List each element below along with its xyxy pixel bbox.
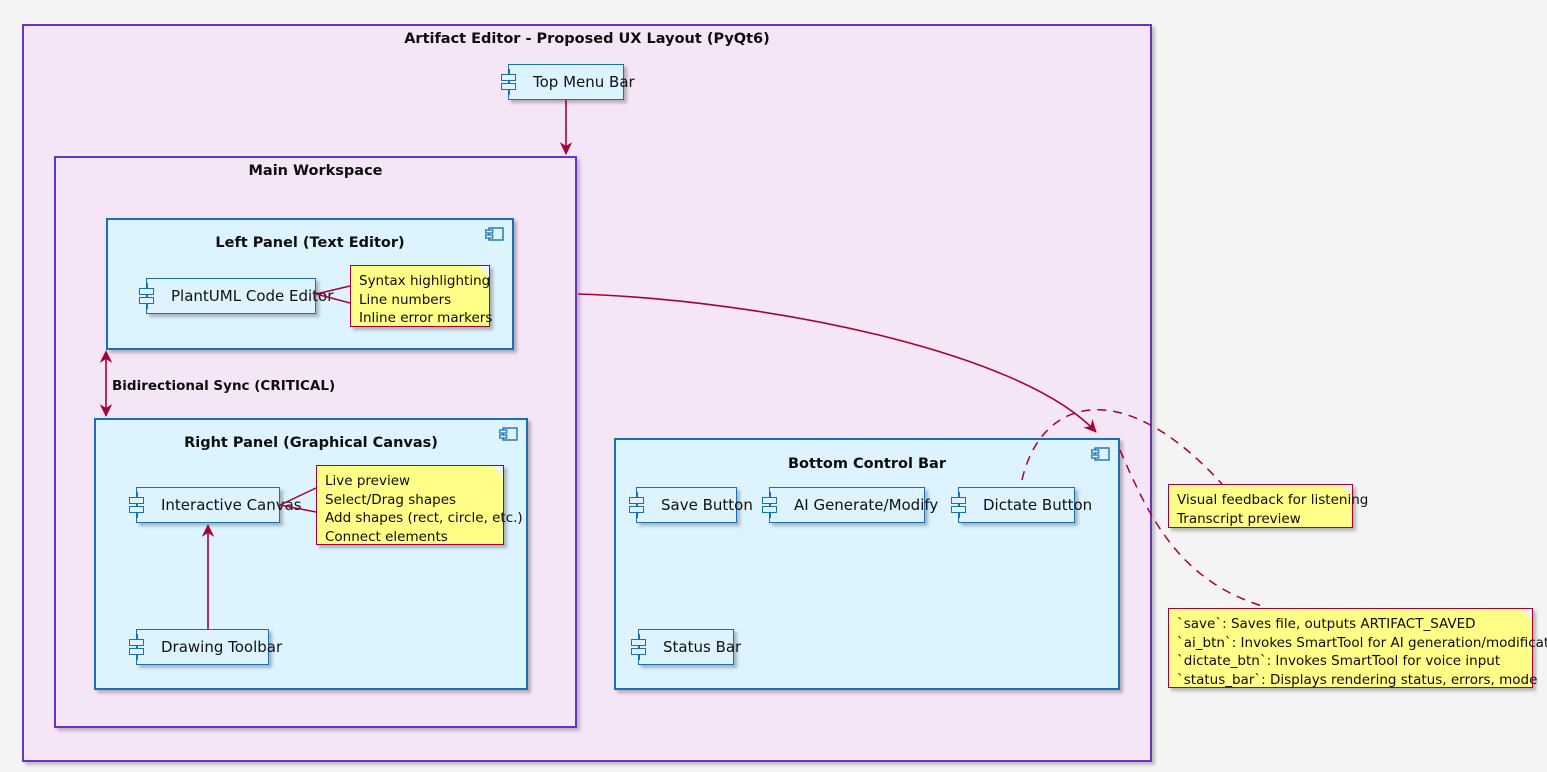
component-tab-line <box>136 492 138 518</box>
note-left-panel-features: Syntax highlighting Line numbers Inline … <box>350 265 493 327</box>
component-tab-lower <box>139 297 154 304</box>
note-fold-inner <box>1521 609 1532 620</box>
component-plantuml-code-editor[interactable]: PlantUML Code Editor <box>139 278 333 314</box>
workspace-title: Main Workspace <box>248 163 383 179</box>
component-label: PlantUML Code Editor <box>171 287 334 305</box>
component-label: Dictate Button <box>983 496 1093 514</box>
diagram-title: Artifact Editor - Proposed UX Layout (Py… <box>404 31 770 47</box>
component-tab-line <box>146 283 148 309</box>
note-fold-inner <box>492 466 503 477</box>
note-line: Connect elements <box>325 528 448 545</box>
component-tab-upper <box>629 497 644 504</box>
component-tab-lower <box>762 506 777 513</box>
component-tab-line <box>636 492 638 518</box>
component-label: Status Bar <box>663 638 742 656</box>
component-tab-lower <box>631 648 646 655</box>
component-tab-line <box>769 492 771 518</box>
note-right-panel-features: Live preview Select/Drag shapes Add shap… <box>316 465 523 545</box>
component-label: Drawing Toolbar <box>161 638 283 656</box>
note-line: `status_bar`: Displays rendering status,… <box>1177 671 1538 688</box>
note-line: Inline error markers <box>359 310 493 327</box>
component-tab-upper <box>129 497 144 504</box>
note-line: Syntax highlighting <box>359 273 491 289</box>
component-tab-upper <box>951 497 966 504</box>
note-line: Add shapes (rect, circle, etc.) <box>325 510 523 527</box>
note-fold-inner <box>1341 485 1352 496</box>
component-status-bar[interactable]: Status Bar <box>631 629 741 665</box>
component-tab-upper <box>631 639 646 646</box>
note-control-bar-behaviour: `save`: Saves file, outputs ARTIFACT_SAV… <box>1168 608 1547 688</box>
component-tab-line <box>136 634 138 660</box>
label-bidirectional-sync: Bidirectional Sync (CRITICAL) <box>112 378 336 394</box>
component-interactive-canvas[interactable]: Interactive Canvas <box>129 487 302 523</box>
component-tab-lower <box>951 506 966 513</box>
component-top-menu-bar[interactable]: Top Menu Bar <box>501 64 635 100</box>
component-tab-upper <box>501 74 516 81</box>
note-line: `save`: Saves file, outputs ARTIFACT_SAV… <box>1177 616 1476 632</box>
component-ai-generate-modify-button[interactable]: AI Generate/Modify <box>762 487 938 523</box>
component-icon <box>485 227 504 241</box>
component-tab-lower <box>129 506 144 513</box>
component-save-button[interactable]: Save Button <box>629 487 753 523</box>
note-fold-inner <box>478 266 489 277</box>
note-line: Select/Drag shapes <box>325 491 457 508</box>
component-label: AI Generate/Modify <box>794 496 939 514</box>
component-tab-lower <box>501 83 516 90</box>
note-line: `dictate_btn`: Invokes SmartTool for voi… <box>1177 653 1501 670</box>
component-label: Save Button <box>661 496 753 514</box>
component-icon <box>1091 447 1110 461</box>
component-tab-lower <box>629 506 644 513</box>
note-line: `ai_btn`: Invokes SmartTool for AI gener… <box>1177 634 1547 651</box>
note-line: Line numbers <box>359 291 452 308</box>
note-line: Live preview <box>325 473 411 489</box>
note-line: Transcript preview <box>1177 510 1301 527</box>
right-panel-title: Right Panel (Graphical Canvas) <box>184 435 438 451</box>
bottom-bar-title: Bottom Control Bar <box>788 456 946 472</box>
component-icon <box>499 427 518 441</box>
component-tab-line <box>958 492 960 518</box>
component-label: Top Menu Bar <box>533 73 635 91</box>
note-dictate-feedback: Visual feedback for listening Transcript… <box>1168 484 1369 528</box>
component-tab-line <box>638 634 640 660</box>
note-line: Visual feedback for listening <box>1177 492 1369 508</box>
component-drawing-toolbar[interactable]: Drawing Toolbar <box>129 629 282 665</box>
component-tab-line <box>508 69 510 95</box>
component-tab-upper <box>139 288 154 295</box>
component-label: Interactive Canvas <box>161 496 302 514</box>
component-tab-upper <box>129 639 144 646</box>
component-tab-upper <box>762 497 777 504</box>
component-dictate-button[interactable]: Dictate Button <box>951 487 1092 523</box>
left-panel-title: Left Panel (Text Editor) <box>215 235 405 251</box>
component-tab-lower <box>129 648 144 655</box>
